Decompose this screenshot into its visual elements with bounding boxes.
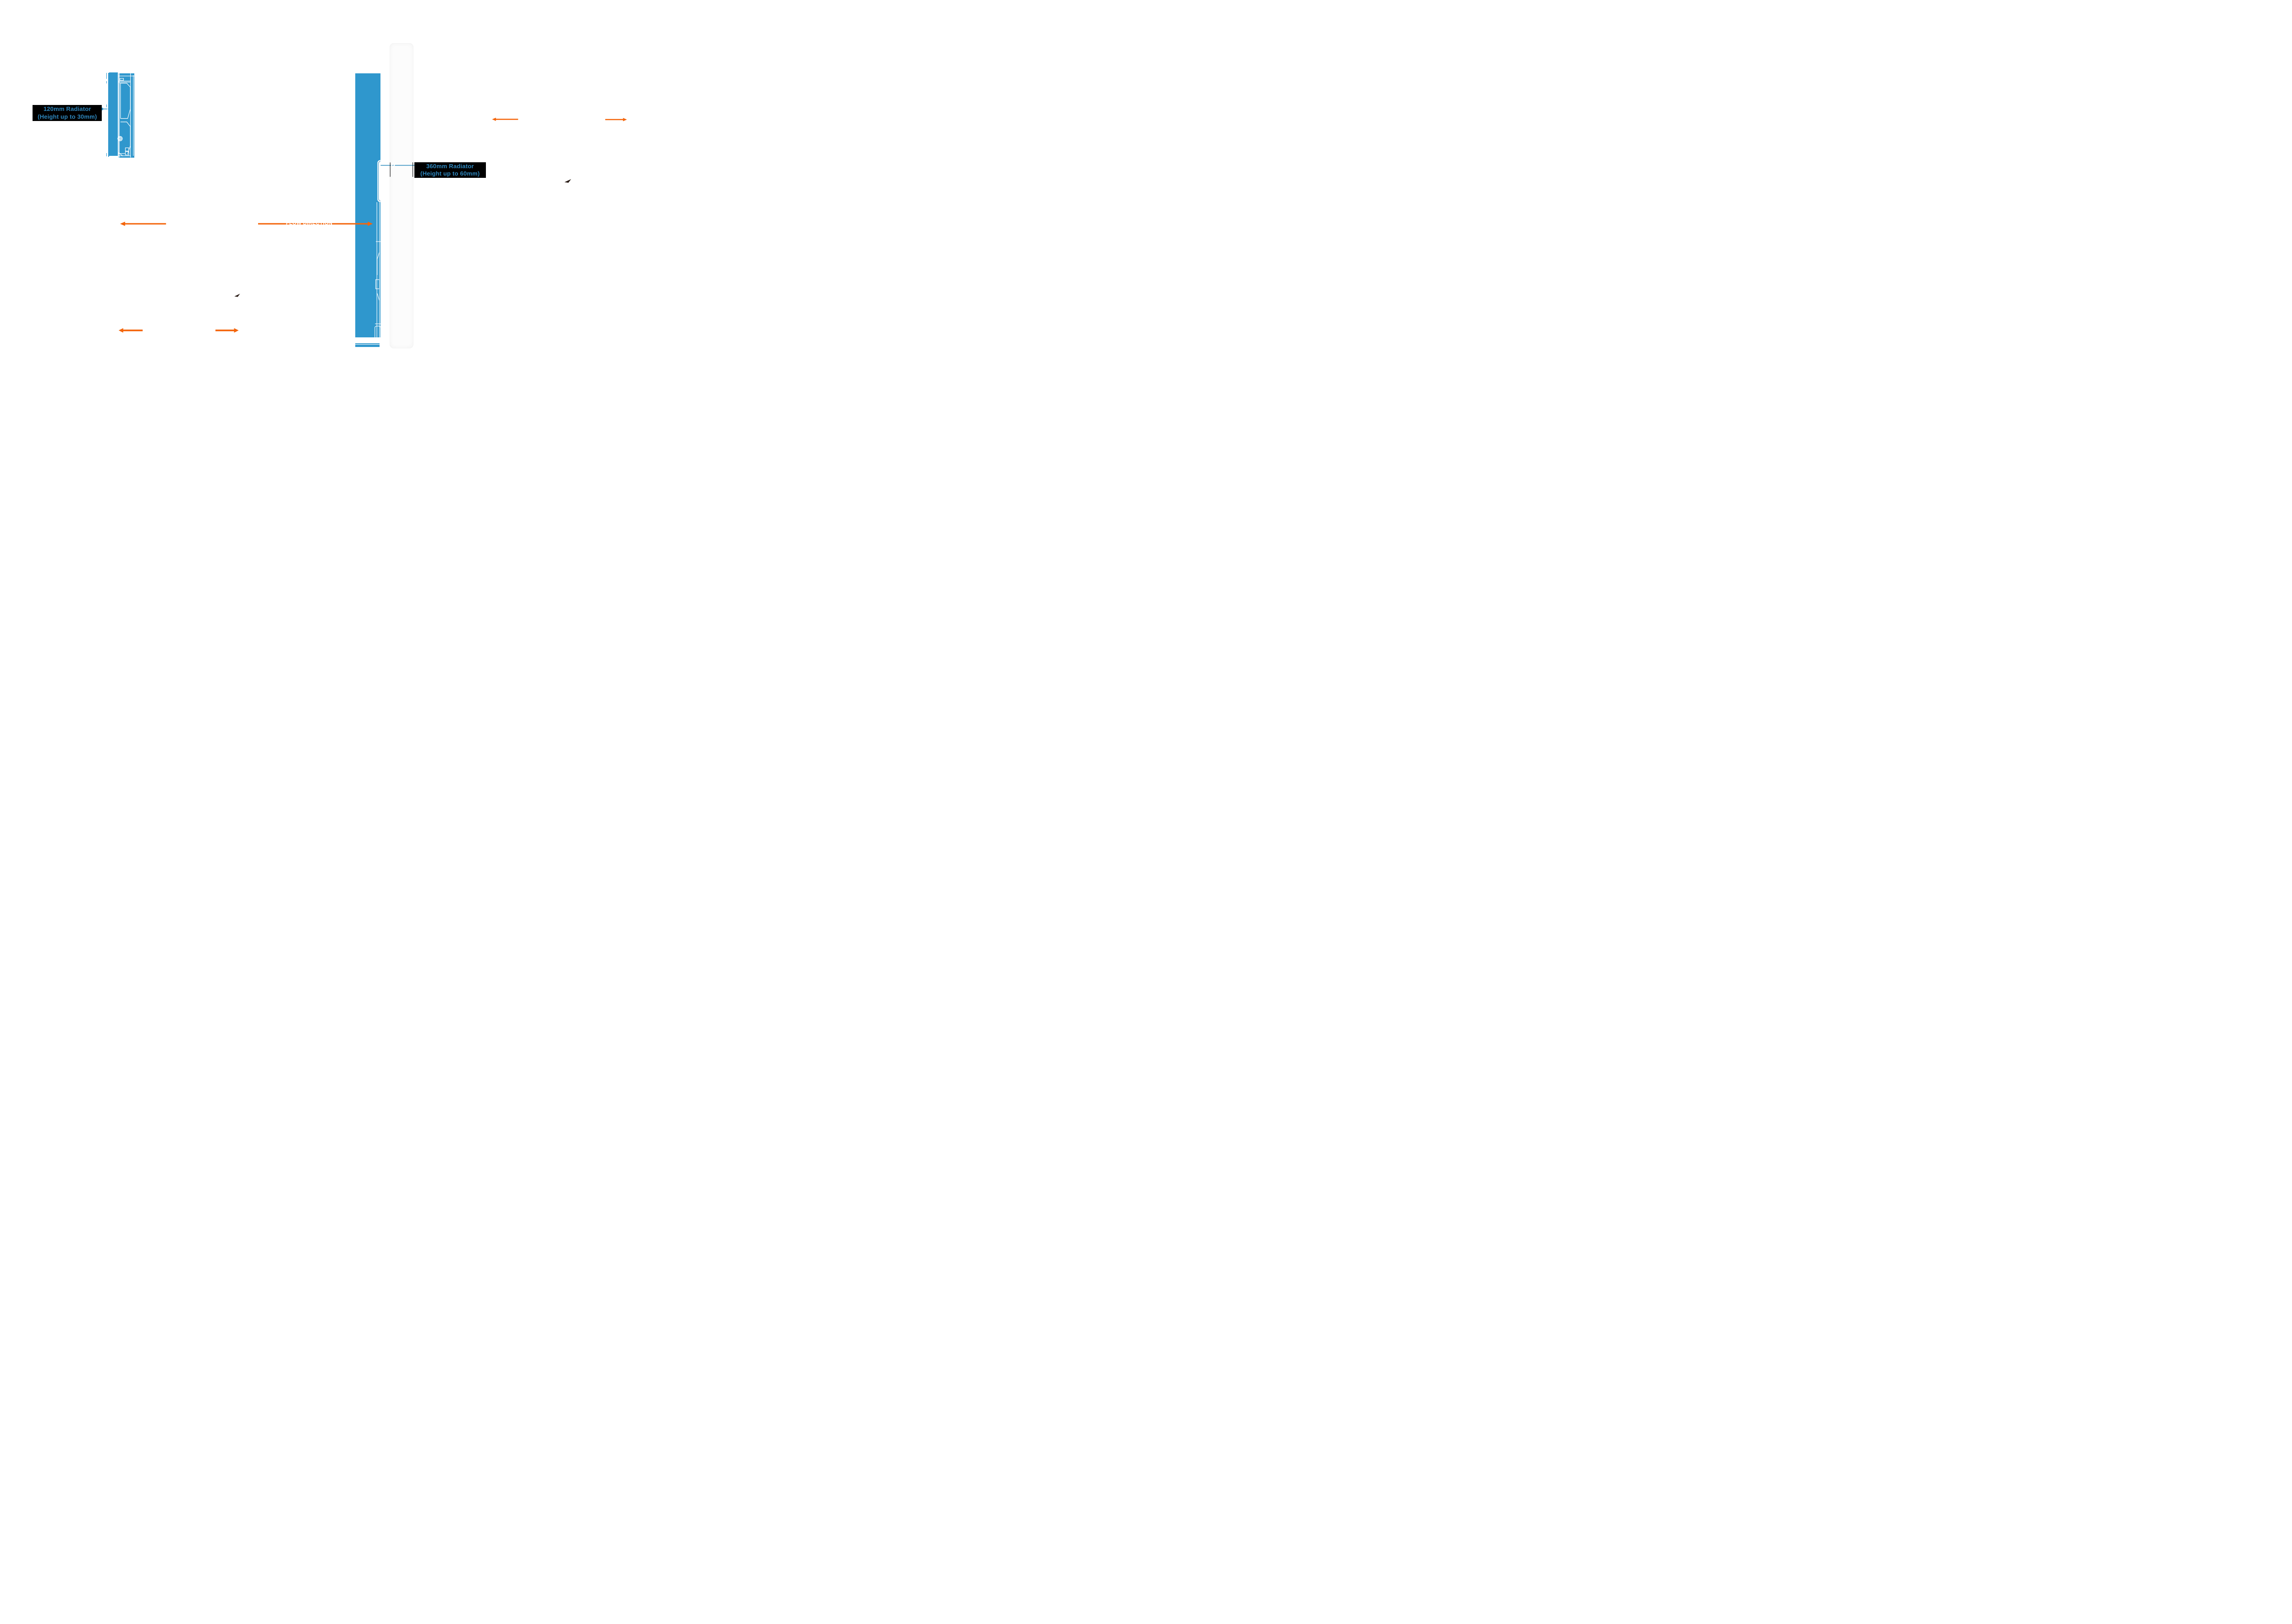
- radiator-360-label-line2: (Height up to 60mm): [420, 170, 480, 177]
- radiator-120-label: 120mm Radiator (Height up to 30mm): [33, 105, 102, 121]
- rear-radiator-tab: [106, 73, 107, 79]
- front-radiator-foot: [355, 343, 380, 344]
- radiator-360-label: 360mm Radiator (Height up to 60mm): [414, 162, 486, 178]
- cursor-triangle-icon: [564, 179, 571, 183]
- arrow-left-icon: [492, 117, 518, 121]
- arrow-right-icon: [605, 118, 627, 121]
- cooling-compatibility-diagram: FLOW DIRECTION 120mm Radiator (Height up…: [0, 0, 731, 406]
- leader-120: [100, 107, 109, 110]
- rear-fan-block: [119, 73, 134, 158]
- arrow-left-icon: [120, 221, 166, 226]
- radiator-120-label-line2: (Height up to 30mm): [38, 113, 97, 120]
- cursor-triangle-icon: [234, 293, 240, 297]
- front-radiator-bar: [355, 73, 380, 337]
- rear-radiator-edge: [108, 72, 109, 157]
- arrow-left-icon: [118, 328, 143, 333]
- rear-radiator-tab: [106, 81, 107, 83]
- front-radiator-foot: [355, 345, 380, 347]
- radiator-360-label-line1: 360mm Radiator: [426, 163, 474, 170]
- radiator-120-label-line1: 120mm Radiator: [43, 105, 91, 113]
- rear-radiator-tab: [106, 105, 107, 107]
- arrow-right-icon: [215, 328, 239, 333]
- rear-radiator-tab: [106, 153, 107, 156]
- ghost-fan-column: [390, 43, 413, 348]
- airflow-direction-text: FLOW DIRECTION: [286, 220, 333, 226]
- rear-radiator-bar: [109, 72, 118, 156]
